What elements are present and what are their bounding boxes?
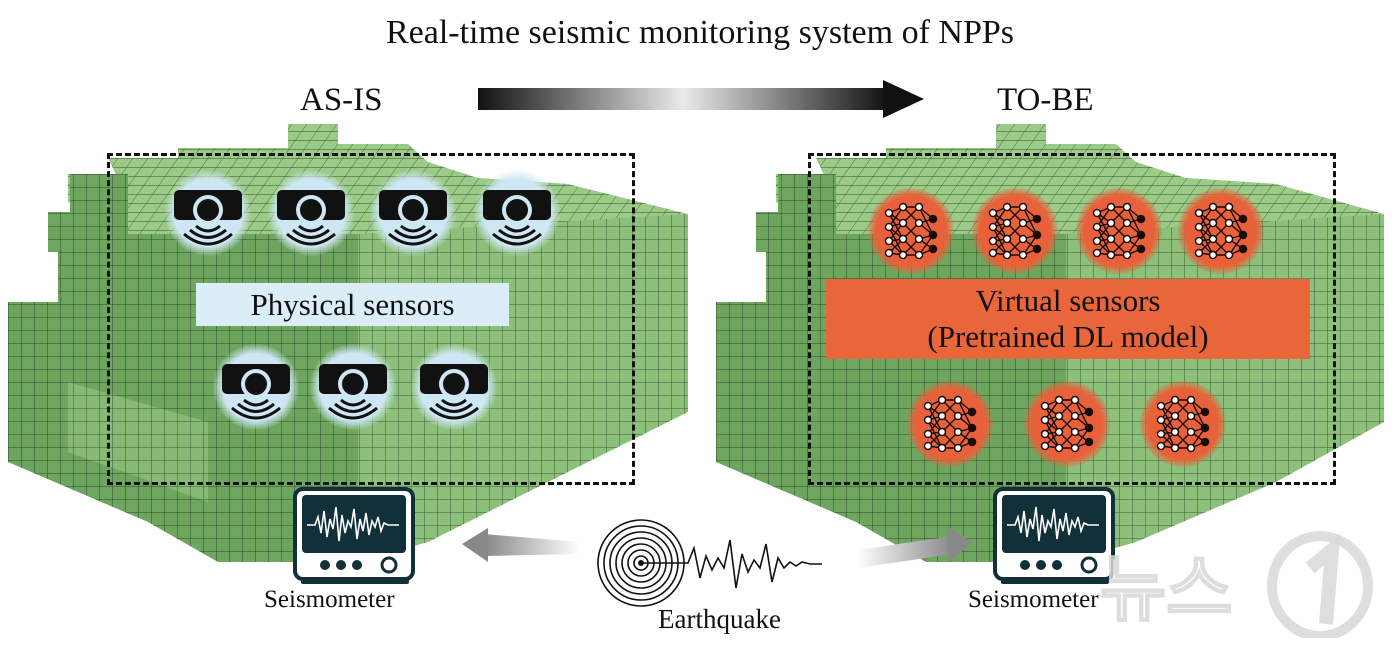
neural-network-icon xyxy=(1092,202,1146,260)
virtual-sensor-3 xyxy=(1076,188,1162,274)
seismometer-icon xyxy=(293,487,415,586)
earthquake-label: Earthquake xyxy=(658,604,781,634)
virtual-sensors-label: Virtual sensors (Pretrained DL model) xyxy=(826,279,1310,359)
virtual-sensor-4 xyxy=(1178,188,1264,274)
seismometer-left-label: Seismometer xyxy=(264,586,395,613)
physical-sensor-1 xyxy=(165,170,251,256)
physical-sensor-5 xyxy=(213,344,299,430)
svg-text:뉴스: 뉴스 xyxy=(1100,547,1232,631)
sensor-icon xyxy=(275,188,347,246)
sensor-icon xyxy=(172,188,244,246)
transition-arrow-icon xyxy=(478,80,924,118)
left-sensor-zone xyxy=(107,153,635,485)
physical-sensor-6 xyxy=(310,344,396,430)
virtual-sensors-subtitle: (Pretrained DL model) xyxy=(927,319,1209,354)
physical-sensor-3 xyxy=(370,170,456,256)
earthquake-icon xyxy=(597,519,822,607)
virtual-sensor-1 xyxy=(868,188,954,274)
virtual-sensor-5 xyxy=(907,381,993,467)
neural-network-icon xyxy=(923,395,977,453)
sensor-icon xyxy=(220,362,292,420)
physical-sensor-2 xyxy=(268,170,354,256)
seismometer-icon xyxy=(993,487,1115,586)
arrow-to-left-icon xyxy=(462,528,580,562)
neural-network-icon xyxy=(988,202,1042,260)
diagram-title: Real-time seismic monitoring system of N… xyxy=(385,14,1015,51)
neural-network-icon xyxy=(1194,202,1248,260)
news1-watermark-logo: 뉴스 xyxy=(1100,531,1373,638)
arrow-to-right-icon xyxy=(857,526,973,568)
neural-network-icon xyxy=(884,202,938,260)
virtual-sensor-7 xyxy=(1140,381,1226,467)
virtual-sensors-title: Virtual sensors xyxy=(975,283,1161,318)
physical-sensor-7 xyxy=(411,344,497,430)
virtual-sensor-6 xyxy=(1024,381,1110,467)
sensor-icon xyxy=(377,188,449,246)
neural-network-icon xyxy=(1156,395,1210,453)
sensor-icon xyxy=(317,362,389,420)
neural-network-icon xyxy=(1040,395,1094,453)
physical-sensors-label: Physical sensors xyxy=(196,283,509,326)
to-be-heading: TO-BE xyxy=(997,82,1094,118)
as-is-heading: AS-IS xyxy=(300,82,383,118)
sensor-icon xyxy=(418,362,490,420)
sensor-icon xyxy=(481,188,553,246)
physical-sensor-4 xyxy=(474,170,560,256)
right-sensor-zone xyxy=(808,153,1336,485)
seismometer-right-label: Seismometer xyxy=(968,586,1099,613)
virtual-sensor-2 xyxy=(972,188,1058,274)
